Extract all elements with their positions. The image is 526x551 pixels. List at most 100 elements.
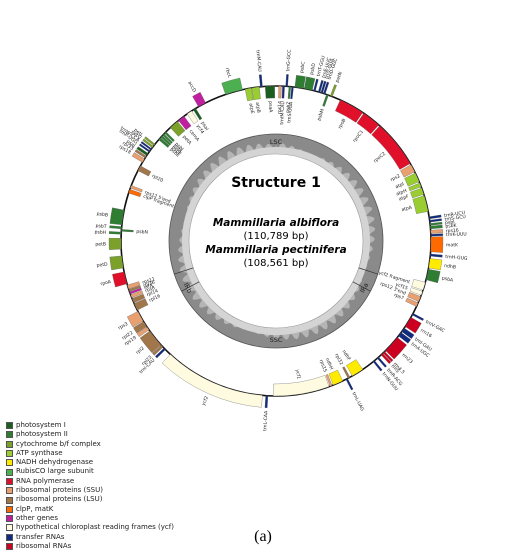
gene-label: trnfM-CAU [279,101,286,125]
gene-ycf2-fragment [411,279,426,291]
gene-ycf4 [186,110,199,125]
gene-label: ndhF [341,349,352,362]
gene-label: rpl36 [143,279,156,289]
gene-label: rps7 [393,292,405,302]
legend-swatch [6,496,13,504]
gene-label: psbK [445,223,458,230]
gene-trng-gcc [285,74,289,87]
legend-item: transfer RNAs [6,533,174,542]
region-label-ssc: SSC [270,336,283,344]
gene-label: rps2 [389,173,401,183]
legend-swatch [6,477,13,485]
gene-atpe [244,87,254,102]
gene-label: psbB [96,211,108,219]
gene-label: petG [130,129,143,141]
gene-psai [193,108,203,121]
gene-psbl [162,133,173,144]
gc-outline [168,133,384,349]
gene-label: rpoA [100,279,113,288]
gene-rpoc1 [356,113,379,135]
gene-trnw-cca [140,141,152,151]
gene-label: psbZ [285,101,292,113]
gene-rps14 [278,85,282,99]
legend-label: clpP, matK [16,504,54,513]
gene-trnl-caa [264,395,269,408]
center-title: Structure 1 [231,175,321,191]
gene-label: rrn23 [400,352,413,365]
gene-trns-uga [290,86,294,100]
gene-psbz [287,86,292,99]
center-size1: (110,789 bp) [243,231,308,242]
gene-rpl14 [131,293,146,304]
gene-label: petB [95,241,106,247]
center-size2: (108,561 bp) [243,258,308,269]
gene-trnr-ucu [428,214,442,220]
gene-label: psbI [445,219,455,226]
gene-ndhf [346,359,363,377]
legend-item: cytochrome b/f complex [6,440,174,449]
gene-rrn4-5 [382,351,394,362]
gene-label: psbA [441,275,454,284]
gene-rbcl [221,77,243,95]
gene-cema [178,116,192,131]
legend-swatch [6,533,13,541]
gene-trnv-gac [412,313,424,321]
gene-label: rrn16 [419,328,433,340]
gene-rps2 [400,164,415,178]
gene-label: atpE [247,103,255,114]
gene-trni-gau [401,327,415,339]
gene-label: atpA [401,205,414,214]
center-species1: Mammillaria albiflora [213,217,339,229]
legend-item: ribosomal proteins (LSU) [6,495,174,504]
gene-label: ycf1 [294,369,302,380]
legend-swatch [6,450,13,458]
legend-swatch [6,515,13,523]
gene-label: rps14 [277,101,283,114]
gene-rpl36 [128,285,141,292]
gene-label: infA [143,282,154,291]
gene-psbn [121,229,134,233]
gene-label: psaI [199,121,209,132]
gene-psbk [430,224,443,230]
gene-label: rpoC2 [373,151,388,164]
gene-label: ndhB [444,263,457,271]
gene-petd [109,255,124,271]
gene-label: rps3 [117,321,129,331]
gene-psbt [109,225,122,230]
gene-petn [330,84,337,97]
gene-rps8 [130,290,144,299]
gene-label: rps11 [142,276,156,286]
gene-label: psbJ [174,141,185,152]
gene-psbd [304,76,316,91]
gene-label: trnT-GGU [316,55,327,77]
gene-rpoc2 [371,125,411,170]
gene-label: rps18 [118,144,132,156]
legend-item: hypothetical chloroplast reading frames … [6,523,174,532]
legend-swatch [6,505,13,513]
gene-ycf1 [273,375,330,397]
gene-atpf [410,187,425,199]
gene-trnl-uag [345,378,354,391]
gene-rpl16 [133,298,149,311]
legend-swatch [6,459,13,467]
gene-rps15 [325,374,333,387]
gene-rpoa [112,271,128,288]
gene-trny-gua [320,80,327,94]
gene-rpl22 [133,321,147,334]
gene-label: ycf2 [201,395,210,406]
gene-label: trnL-CAA [262,410,269,431]
legend-label: photosystem II [16,430,68,439]
gene-label: ycf4 [195,124,205,136]
gene-psbi [429,221,443,226]
gene-label: petD [96,261,108,269]
figure-caption: (a) [254,528,272,545]
gene-trnk-uuu [430,233,444,237]
gene-label: petL [133,127,145,138]
gene-matk [430,236,444,253]
gene-label: rps8 [144,285,156,294]
gene-rpl23 [152,344,164,356]
gene-label: psaJ [125,139,136,149]
gene-label: psbN [136,229,148,236]
gene-rpl32 [342,366,351,379]
